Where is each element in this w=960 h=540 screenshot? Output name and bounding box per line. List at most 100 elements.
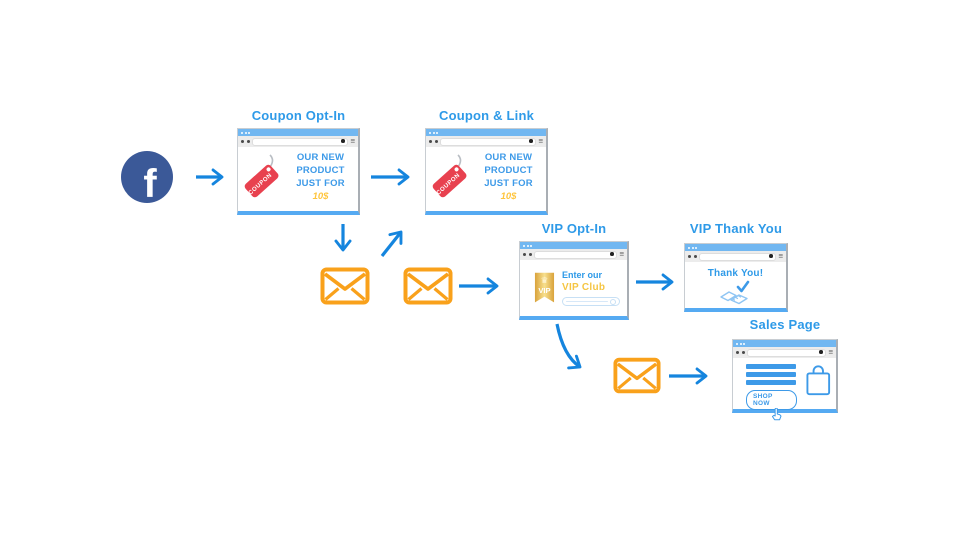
window-dot-icon [432, 131, 435, 134]
window-toolbar: ≡ [733, 347, 836, 358]
back-icon [241, 140, 244, 143]
vip-optin-window: ≡ ♛ VIP Enter our VIP Club [519, 241, 629, 320]
coupon-content: COUPON OUR NEW PRODUCT JUST FOR 10$ [426, 147, 546, 203]
window-titlebar [733, 340, 836, 347]
forward-icon [246, 140, 250, 143]
email-icon [613, 357, 661, 394]
window-dot-icon [248, 131, 250, 134]
shield-icon [529, 139, 533, 143]
window-dot-icon [530, 244, 532, 247]
vip-badge-icon: ♛ VIP [534, 272, 555, 302]
back-icon [523, 253, 526, 256]
menu-icon: ≡ [828, 347, 833, 356]
address-bar [699, 252, 776, 261]
shopping-bag-icon [806, 365, 831, 396]
menu-icon: ≡ [350, 136, 355, 145]
window-dot-icon [244, 131, 247, 134]
email-icon [403, 267, 453, 305]
menu-icon: ≡ [619, 249, 624, 258]
vip-line2: VIP Club [562, 282, 606, 293]
tag-string [269, 154, 274, 168]
tag-string [457, 154, 462, 168]
vip-line1: Enter our [562, 270, 603, 280]
sales-page-window: ≡ SHOP NOW [732, 339, 838, 420]
sales-page-title: Sales Page [749, 317, 821, 332]
window-dot-icon [241, 131, 243, 134]
window-dot-icon [736, 342, 738, 345]
facebook-icon: f [121, 151, 173, 206]
vip-optin-title: VIP Opt-In [541, 221, 607, 236]
menu-icon: ≡ [778, 251, 783, 260]
forward-icon [693, 255, 697, 258]
vip-thankyou-title: VIP Thank You [689, 221, 783, 236]
crown-icon: ♛ [541, 275, 549, 285]
offer-line: PRODUCT [484, 165, 533, 176]
window-dot-icon [739, 342, 742, 345]
text-placeholder-bar [746, 364, 796, 369]
coupon-optin-title: Coupon Opt-In [251, 108, 346, 123]
check-icon [736, 280, 749, 293]
window-dot-icon [526, 244, 529, 247]
vip-badge-label: VIP [538, 285, 550, 294]
window-dot-icon [688, 246, 690, 249]
address-bar [252, 137, 348, 146]
window-dot-icon [743, 342, 745, 345]
window-titlebar [520, 242, 627, 249]
window-toolbar: ≡ [685, 251, 786, 262]
back-icon [736, 351, 739, 354]
forward-icon [528, 253, 532, 256]
offer-price: 10$ [500, 191, 517, 202]
window-toolbar: ≡ [238, 136, 358, 147]
window-toolbar: ≡ [520, 249, 627, 260]
window-dot-icon [695, 246, 697, 249]
coupon-link-title: Coupon & Link [438, 108, 535, 123]
handshake-icon [719, 280, 749, 305]
window-dot-icon [429, 131, 431, 134]
coupon-optin-window: ≡ COUPON OUR NEW PRODUCT JUST FOR 10$ [237, 128, 360, 215]
shield-icon [341, 139, 345, 143]
offer-line: JUST FOR [296, 178, 345, 189]
window-titlebar [685, 244, 786, 251]
window-titlebar [238, 129, 358, 136]
arrow-email1-to-coupon-link [380, 230, 403, 257]
address-bar [440, 137, 536, 146]
coupon-tag-icon: COUPON [244, 154, 279, 198]
vip-text-block: Enter our VIP Club [562, 269, 620, 306]
thankyou-content: Thank You! [685, 262, 786, 312]
coupon-offer-text: OUR NEW PRODUCT JUST FOR 10$ [473, 151, 544, 203]
shield-icon [819, 350, 823, 354]
forward-icon [741, 351, 745, 354]
arrow-vip-optin-to-email3 [555, 323, 582, 370]
forward-icon [434, 140, 438, 143]
window-dot-icon [691, 246, 694, 249]
address-bar [747, 348, 826, 357]
placeholder-line [566, 300, 608, 303]
menu-icon: ≡ [538, 136, 543, 145]
offer-line: JUST FOR [484, 178, 533, 189]
vip-content: ♛ VIP Enter our VIP Club [520, 260, 627, 306]
email-icon [320, 267, 370, 305]
address-bar [534, 250, 617, 259]
coupon-offer-text: OUR NEW PRODUCT JUST FOR 10$ [285, 151, 356, 203]
window-titlebar [426, 129, 546, 136]
text-placeholder-bar [746, 380, 796, 385]
shield-icon [769, 254, 773, 258]
email-input [562, 297, 620, 306]
back-icon [688, 255, 691, 258]
hand-cursor-icon [771, 407, 782, 421]
window-dot-icon [523, 244, 525, 247]
submit-circle-icon [610, 298, 616, 305]
coupon-link-window: ≡ COUPON OUR NEW PRODUCT JUST FOR 10$ [425, 128, 548, 215]
coupon-tag-icon: COUPON [432, 154, 467, 198]
window-toolbar: ≡ [426, 136, 546, 147]
sales-text-block: SHOP NOW [746, 364, 798, 421]
offer-line: PRODUCT [296, 165, 345, 176]
thankyou-message: Thank You! [707, 268, 764, 279]
coupon-content: COUPON OUR NEW PRODUCT JUST FOR 10$ [238, 147, 358, 203]
vip-thankyou-window: ≡ Thank You! [684, 243, 788, 312]
offer-line: OUR NEW [296, 152, 345, 163]
sales-content: SHOP NOW [733, 358, 836, 421]
offer-price: 10$ [312, 191, 329, 202]
